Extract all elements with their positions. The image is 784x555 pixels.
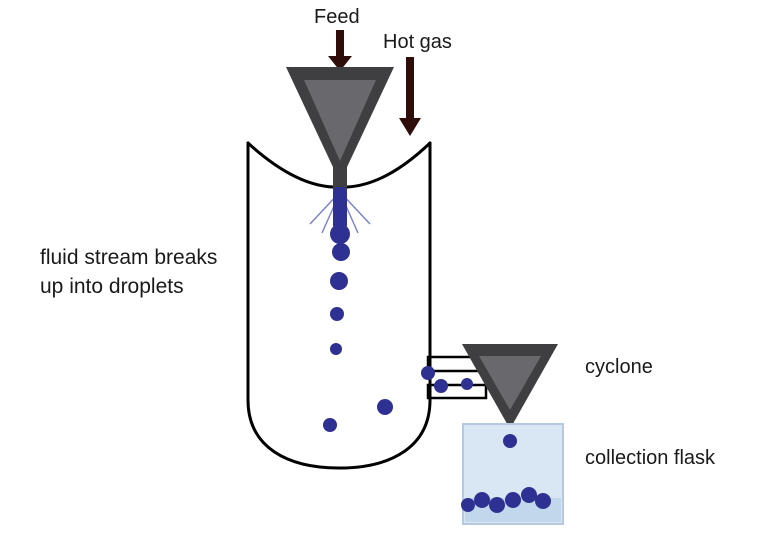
spray-stream <box>309 187 371 234</box>
cyclone-separator <box>462 344 558 429</box>
cyclone-label: cyclone <box>585 356 653 378</box>
feed-arrow-icon <box>328 30 352 71</box>
droplet <box>421 366 435 380</box>
droplet <box>377 399 393 415</box>
chamber-top-right-curve <box>345 141 432 189</box>
chamber-top-left-curve <box>246 141 335 189</box>
collection-flask-label: collection flask <box>585 447 716 469</box>
hot-gas-label: Hot gas <box>383 31 452 53</box>
feed-label: Feed <box>314 6 360 28</box>
droplet <box>521 487 537 503</box>
droplet <box>505 492 521 508</box>
droplet <box>330 343 342 355</box>
droplet <box>330 272 348 290</box>
drying-chamber-outline <box>246 141 432 470</box>
droplet <box>330 307 344 321</box>
fluid-stream-label-line1: fluid stream breaks <box>40 246 218 269</box>
droplet <box>461 498 475 512</box>
droplet <box>330 224 350 244</box>
falling-droplet <box>503 434 517 448</box>
droplet <box>332 243 350 261</box>
droplet <box>323 418 337 432</box>
feed-nozzle <box>286 67 394 190</box>
droplet <box>474 492 490 508</box>
duct-lower-pipe <box>426 383 488 400</box>
droplet-stream <box>330 224 350 355</box>
scattered-droplets <box>323 399 393 432</box>
fluid-stream-label-line2: up into droplets <box>40 275 184 298</box>
droplet <box>461 378 473 390</box>
droplet <box>489 497 505 513</box>
hot-gas-arrow-icon <box>399 57 421 136</box>
collected-particles <box>461 487 551 513</box>
fluid-stream-label: fluid stream breaks up into droplets <box>40 243 217 301</box>
droplet <box>434 379 448 393</box>
duct-droplets <box>421 366 473 393</box>
droplet <box>535 493 551 509</box>
droplet <box>503 434 517 448</box>
